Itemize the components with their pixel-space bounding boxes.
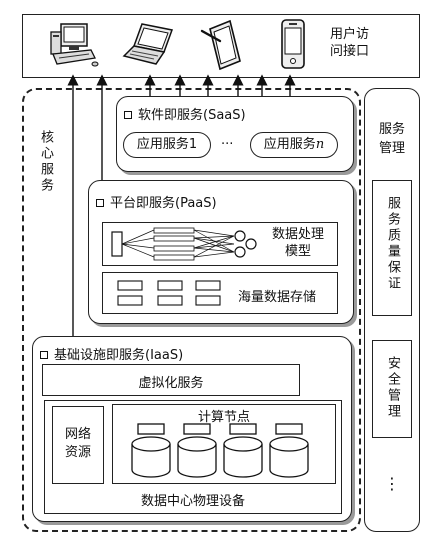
app-service-1: 应用服务1 <box>123 132 211 158</box>
virtualization-label: 虚拟化服务 <box>138 376 204 391</box>
paas-title: 平台即服务(PaaS) <box>96 192 217 211</box>
service-management-label: 服务管理 <box>378 122 405 156</box>
core-services-region <box>22 88 361 532</box>
iaas-title: 基础设施即服务(IaaS) <box>40 344 183 363</box>
tablet-icon <box>200 19 241 71</box>
virtualization-box <box>42 364 300 396</box>
app-service-n: 应用服务n <box>250 132 338 158</box>
data-processing-label: 数据处理 模型 <box>271 227 324 259</box>
qos-box <box>372 180 412 316</box>
core-services-label: 核心服务 <box>38 130 53 194</box>
bullet-square-icon <box>124 111 132 119</box>
saas-ellipsis: ··· <box>221 137 234 152</box>
network-resource-box <box>52 406 104 484</box>
datacenter-label: 数据中心物理设备 <box>140 494 245 509</box>
network-resource-label: 网络 资源 <box>64 427 91 460</box>
smartphone-icon <box>281 19 305 69</box>
user-access-label-line2: 问接口 <box>330 44 370 59</box>
storage-box <box>102 272 338 314</box>
user-access-label-line1: 用户访 <box>330 27 370 42</box>
bullet-square-icon <box>96 199 104 207</box>
compute-nodes-label: 计算节点 <box>197 410 250 425</box>
security-box <box>372 340 412 438</box>
desktop-computer-icon <box>50 23 99 67</box>
user-access-label: 用户访 问接口 <box>330 26 369 60</box>
storage-blocks-icon <box>117 280 221 306</box>
neural-network-icon <box>111 227 257 261</box>
more-ellipsis: ⋮ <box>384 474 400 493</box>
bullet-square-icon <box>40 351 48 359</box>
saas-title: 软件即服务(SaaS) <box>124 104 246 123</box>
qos-label: 服务质量保证 <box>385 196 400 292</box>
laptop-icon <box>122 23 174 65</box>
server-nodes-icon <box>131 423 309 478</box>
security-label: 安全管理 <box>385 356 400 420</box>
storage-label: 海量数据存储 <box>238 290 317 305</box>
